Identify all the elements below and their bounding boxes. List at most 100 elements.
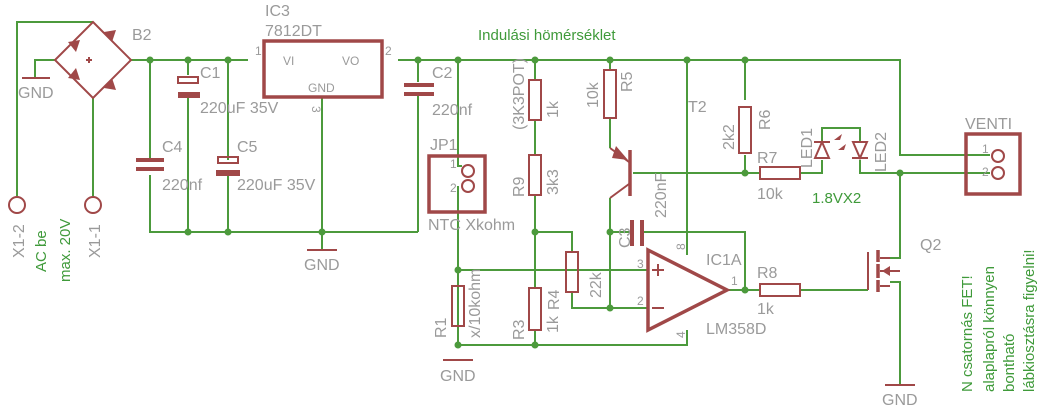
ac-in-note: AC be: [33, 230, 50, 272]
venti-name: VENTI: [965, 116, 1012, 133]
opamp-ic1a: [646, 247, 731, 333]
gnd-label: GND: [18, 85, 54, 102]
c3-value: 220nF: [653, 172, 670, 218]
r7-name: R7: [757, 150, 778, 167]
ic1a-pin8: 8: [674, 243, 688, 250]
connector-jp1[interactable]: [427, 154, 487, 214]
c1-name: C1: [200, 65, 221, 82]
ic1a-pin2: 2: [637, 294, 644, 308]
c4-value: 220nf: [162, 177, 203, 194]
r1-name: R1: [433, 317, 450, 338]
capacitor-c3: [630, 220, 644, 246]
ic3-pin2: 2: [385, 44, 392, 58]
r4-name: R4: [546, 289, 563, 310]
venti-pin1-label: 1: [982, 142, 989, 156]
mosfet-q2: [867, 250, 900, 292]
transistor-t2: [609, 146, 632, 199]
gnd-label: GND: [304, 257, 340, 274]
ic3-value: 7812DT: [265, 23, 322, 40]
ic3-pin-vi: VI: [283, 54, 294, 68]
jp1-pin2-label: 2: [450, 181, 457, 195]
r8-value: 1k: [757, 301, 775, 318]
ic3-pin1: 1: [255, 44, 262, 58]
c2-value: 220nf: [432, 102, 473, 119]
r3-name: R3: [511, 319, 528, 340]
jp1-pin1-label: 1: [450, 157, 457, 171]
led-voltage-note: 1.8VX2: [812, 190, 861, 207]
pot-value: 1k: [545, 100, 562, 118]
ic3-pin-gnd: GND: [308, 81, 335, 95]
resistor-r4: [565, 251, 579, 293]
pot-name: (3K3POT): [511, 58, 528, 130]
b2-label: B2: [132, 27, 152, 44]
start-temp-note: Indulási hömérséklet: [478, 27, 616, 44]
led1: [813, 134, 846, 159]
c5-value: 220uF 35V: [237, 177, 316, 194]
wires: [16, 21, 990, 385]
connector-venti[interactable]: [964, 132, 1022, 196]
ic1a-pin3: 3: [637, 257, 644, 271]
terminal-x1-2: [8, 196, 26, 214]
capacitor-c2: [404, 83, 434, 96]
resistor-r8: [759, 283, 801, 297]
resistor-r5: [603, 69, 617, 119]
r1-value: x/10kohm: [467, 269, 484, 338]
ic3-name: IC3: [265, 3, 290, 20]
led2: [851, 141, 869, 161]
r6-value: 2k2: [721, 124, 738, 150]
potentiometer: [528, 79, 542, 121]
led1-name: LED1: [799, 128, 816, 168]
resistor-r7: [759, 166, 801, 180]
r5-value: 10k: [585, 81, 602, 108]
x1-2-label: X1-2: [11, 224, 28, 258]
c4-name: C4: [162, 139, 183, 156]
junctions: [146, 56, 904, 349]
fet-note-line: lábkiosztásra figyelni!: [1021, 249, 1038, 392]
led2-name: LED2: [873, 132, 890, 172]
capacitor-c4: [136, 158, 164, 171]
jp1-pin-1: [461, 164, 475, 178]
capacitor-c1: [177, 76, 200, 98]
jp1-value: NTC Xkohm: [428, 217, 515, 234]
r9-name: R9: [511, 176, 528, 197]
c2-name: C2: [432, 65, 453, 82]
x1-1-label: X1-1: [87, 224, 104, 258]
r9-value: 3k3: [545, 169, 562, 195]
resistor-r6: [738, 106, 752, 154]
venti-pin2-label: 2: [982, 165, 989, 179]
max-voltage-note: max. 20V: [57, 219, 74, 282]
jp1-pin-2: [461, 179, 475, 193]
terminal-x1-1: [84, 196, 102, 214]
venti-pin-1: [991, 149, 1005, 163]
resistor-r1: [451, 285, 465, 327]
bridge-rectifier-b2: [53, 20, 133, 100]
resistor-r9: [528, 154, 542, 196]
resistor-r3: [528, 287, 542, 331]
c5-name: C5: [237, 139, 258, 156]
r7-value: 10k: [757, 186, 784, 203]
capacitor-c5: [216, 156, 240, 176]
jp1-name: JP1: [430, 137, 458, 154]
venti-pin-2: [991, 166, 1005, 180]
c3-name: C3: [617, 227, 634, 248]
ic1a-value: LM358D: [706, 321, 766, 338]
r4-value: 22k: [588, 271, 605, 298]
ic3-pin-vo: VO: [342, 54, 359, 68]
gnd-symbols: [22, 77, 915, 386]
ic3-pin3: 3: [309, 106, 323, 113]
gnd-label: GND: [440, 368, 476, 385]
fet-note-line: N csatornás FET!: [959, 275, 976, 392]
ic1a-pin1: 1: [731, 274, 738, 288]
r8-name: R8: [757, 265, 778, 282]
ic1a-pin4: 4: [674, 331, 688, 338]
q2-name: Q2: [920, 237, 941, 254]
fet-note-line: alaplapról könnyen: [981, 266, 998, 392]
fet-note-line: bontható: [1001, 334, 1018, 392]
c1-value: 220uF 35V: [200, 100, 279, 117]
gnd-label: GND: [882, 392, 918, 409]
regulator-ic3: [262, 39, 384, 99]
ic1a-name: IC1A: [706, 252, 742, 269]
r3-value: 1k: [545, 315, 562, 333]
